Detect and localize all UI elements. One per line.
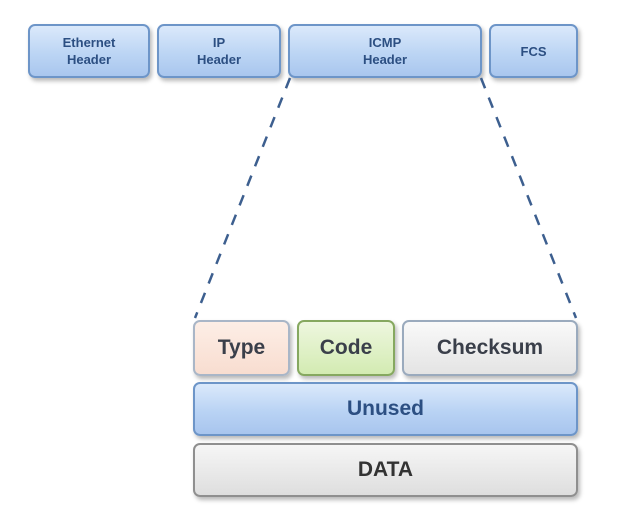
left-dashed-line	[193, 77, 292, 319]
right-dashed-line	[479, 77, 578, 319]
ethernet-header-label: Ethernet Header	[62, 35, 116, 67]
fcs-label: FCS	[520, 43, 547, 59]
fcs-box: FCS	[489, 24, 578, 78]
checksum-field: Checksum	[402, 320, 578, 376]
type-label: Type	[217, 336, 266, 359]
checksum-label: Checksum	[436, 336, 544, 359]
data-label: DATA	[357, 458, 414, 481]
data-field: DATA	[193, 443, 578, 497]
unused-field: Unused	[193, 382, 578, 436]
ip-header-box: IP Header	[157, 24, 281, 78]
icmp-header-box: ICMP Header	[288, 24, 482, 78]
ip-header-label: IP Header	[196, 35, 242, 67]
unused-label: Unused	[346, 397, 424, 420]
code-label: Code	[319, 336, 373, 359]
ethernet-header-box: Ethernet Header	[28, 24, 150, 78]
icmp-header-label: ICMP Header	[362, 35, 408, 67]
type-field: Type	[193, 320, 290, 376]
code-field: Code	[297, 320, 395, 376]
